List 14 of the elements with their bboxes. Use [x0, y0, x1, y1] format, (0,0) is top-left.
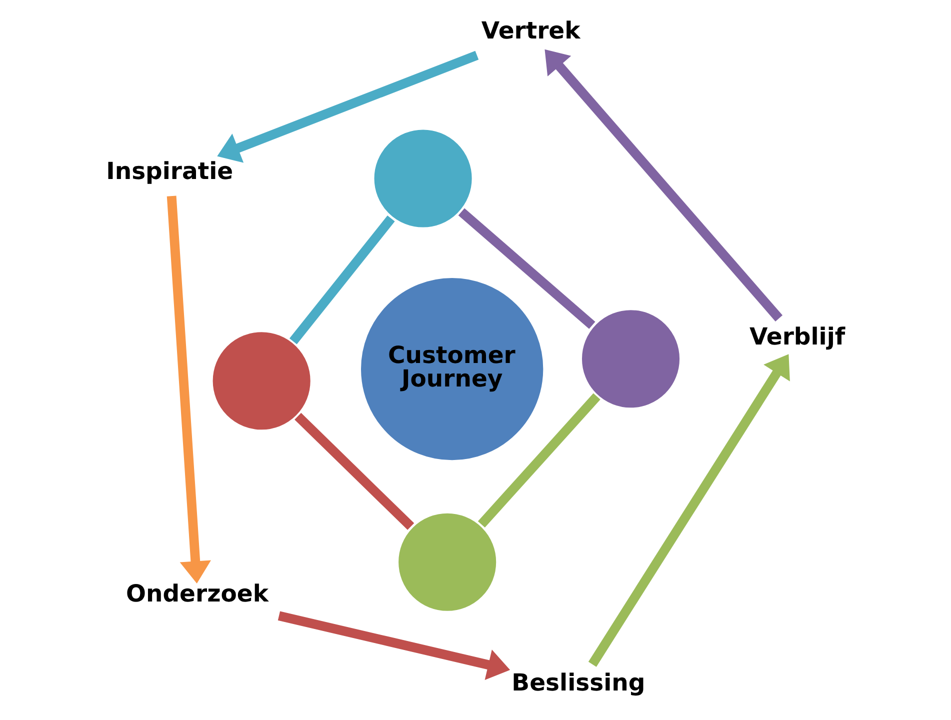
arrow: [166, 196, 210, 584]
arrow: [544, 49, 782, 322]
node-text: Onderzoek: [126, 579, 268, 608]
arrow: [216, 50, 478, 163]
connector: [288, 216, 394, 344]
arrow: [277, 611, 510, 680]
node-text: Verblijf: [749, 322, 845, 351]
node-text: Vertrek: [480, 16, 580, 45]
node-text: Inspiratie: [106, 157, 233, 186]
node-text: Beslissing: [511, 668, 645, 697]
connector: [477, 393, 600, 528]
arrow: [588, 354, 790, 667]
connector: [458, 208, 595, 329]
connector: [294, 412, 414, 530]
